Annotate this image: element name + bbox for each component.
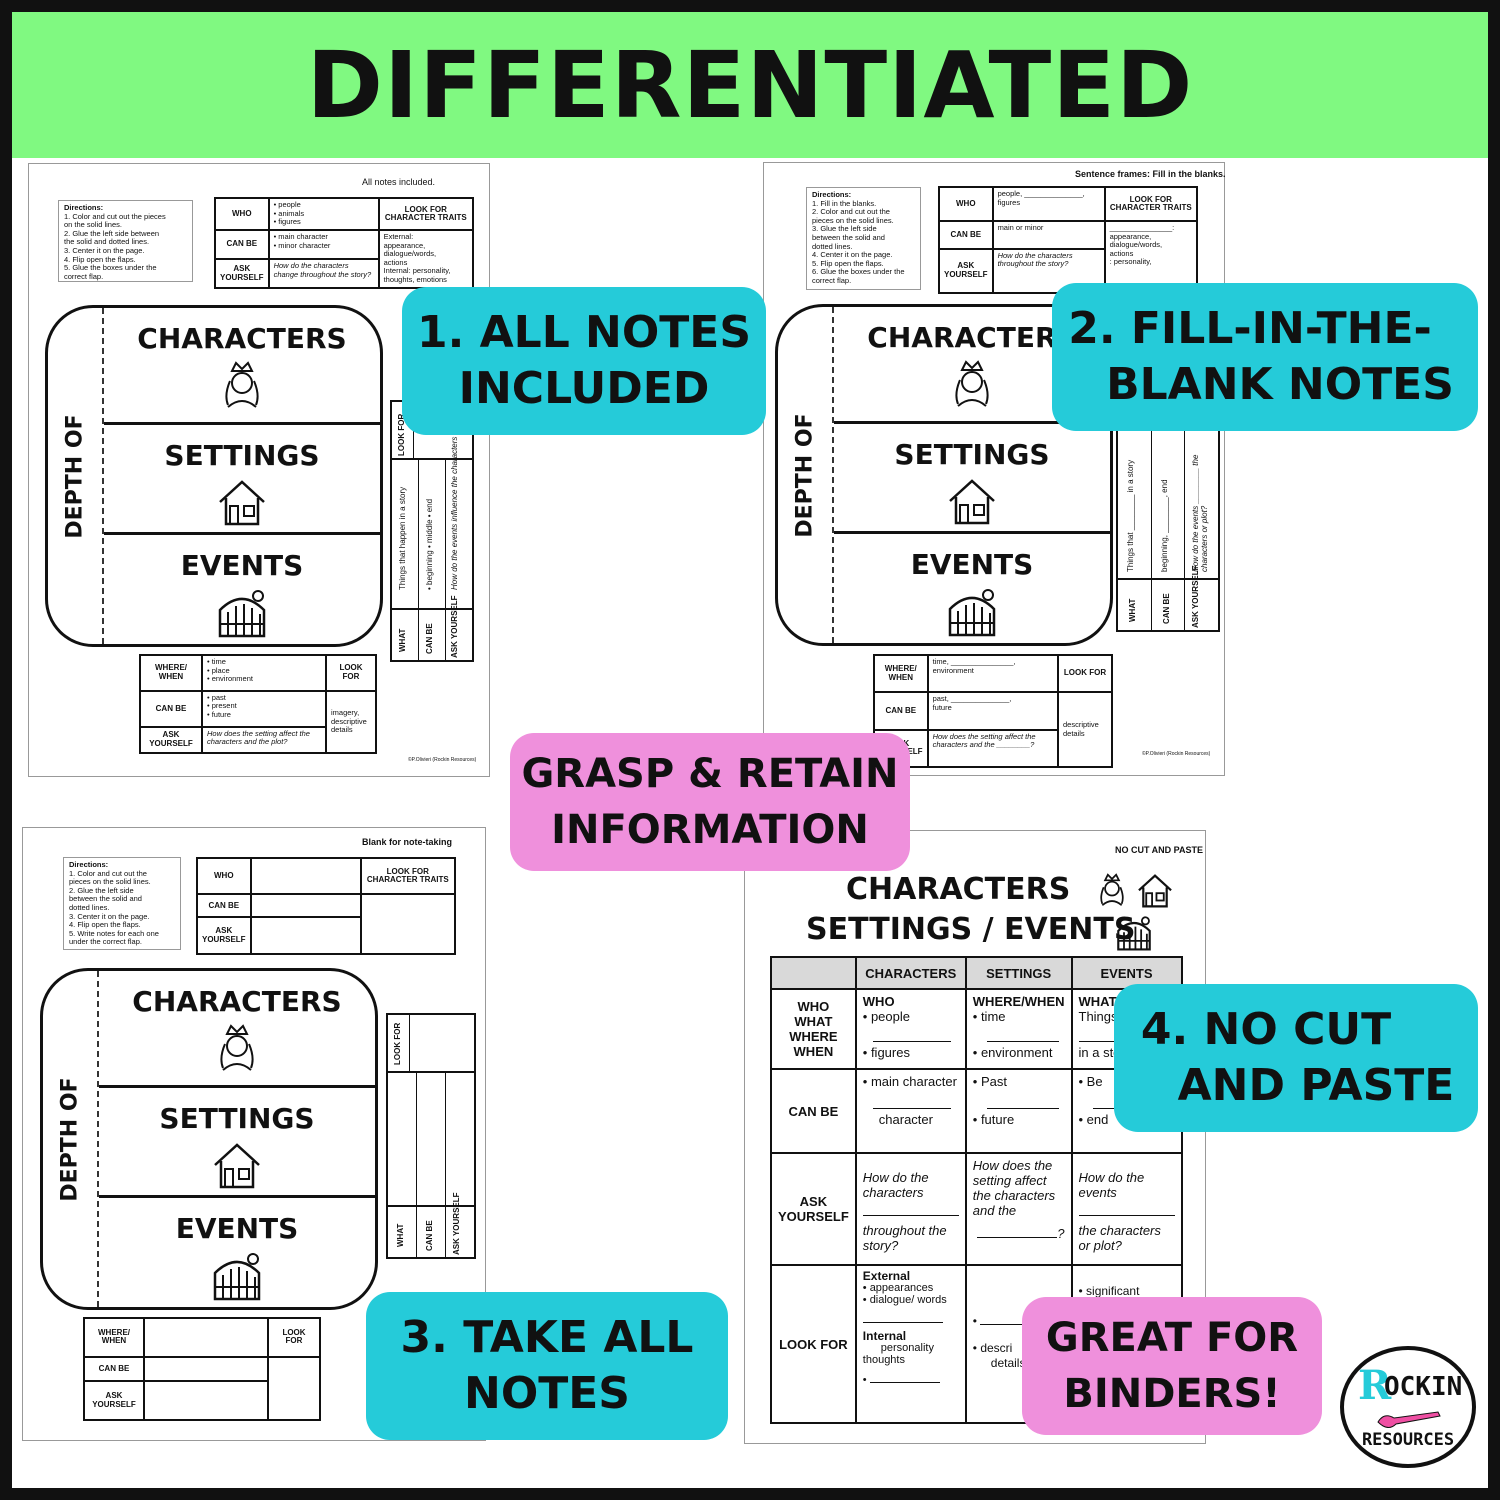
flap-settings: SETTINGS — [164, 439, 320, 472]
sheet3-flap: DEPTH OF CHARACTERS SETTINGS EVENTS — [40, 968, 378, 1310]
sheet1-characters-table: WHO • people• animals• figures LOOK FOR … — [214, 196, 475, 289]
house-icon — [1138, 874, 1172, 908]
princess-icon — [225, 361, 259, 408]
sheet2-caption: Sentence frames: Fill in the blanks. — [1075, 169, 1226, 179]
page-title: DIFFERENTIATED — [306, 31, 1194, 139]
sheet3-directions: Directions: 1. Color and cut out the pie… — [63, 857, 181, 950]
princess-icon — [220, 1024, 254, 1071]
princess-icon — [955, 360, 989, 407]
flap-characters: CHARACTERS — [137, 322, 347, 355]
sheet1-directions: Directions: 1. Color and cut out the pie… — [58, 200, 193, 282]
house-icon — [949, 479, 995, 525]
rockin-resources-logo: R OCKIN RESOURCES — [1340, 1346, 1476, 1468]
castle-gate-icon — [1117, 916, 1151, 951]
castle-gate-icon — [948, 589, 996, 637]
sheet4-title-1: CHARACTERS — [846, 872, 1071, 907]
sheet1-flap: DEPTH OF CHARACTERS SETTINGS EVENTS — [45, 305, 383, 647]
castle-gate-icon — [213, 1253, 261, 1301]
sheet4-caption: NO CUT AND PASTE — [1115, 845, 1204, 855]
house-icon — [219, 480, 265, 526]
sheet1-events-strip: LOOK FOR Things that happen in a story •… — [390, 400, 474, 662]
label-fill-in-blank: 2. FILL-IN-THE-BLANK NOTES — [1052, 283, 1478, 431]
sheet2-events-strip: Things that ________ in a story beginnin… — [1116, 420, 1220, 632]
who-label: WHO — [214, 196, 270, 232]
sheet4-title-2: SETTINGS / EVENTS — [806, 912, 1136, 947]
castle-gate-icon — [218, 590, 266, 638]
house-icon — [214, 1143, 260, 1189]
sheet2-directions: Directions: 1. Fill in the blanks.2. Col… — [806, 187, 921, 290]
sheet3-caption: Blank for note-taking — [362, 837, 453, 847]
title-banner: DIFFERENTIATED — [12, 12, 1488, 158]
sheet1-caption: All notes included. — [362, 177, 436, 187]
sheet3-events-strip: LOOK FOR WHAT CAN BE ASK YOURSELF — [386, 1013, 476, 1259]
guitar-icon — [1377, 1411, 1441, 1428]
flap-events: EVENTS — [180, 549, 304, 582]
princess-icon — [1100, 873, 1124, 906]
